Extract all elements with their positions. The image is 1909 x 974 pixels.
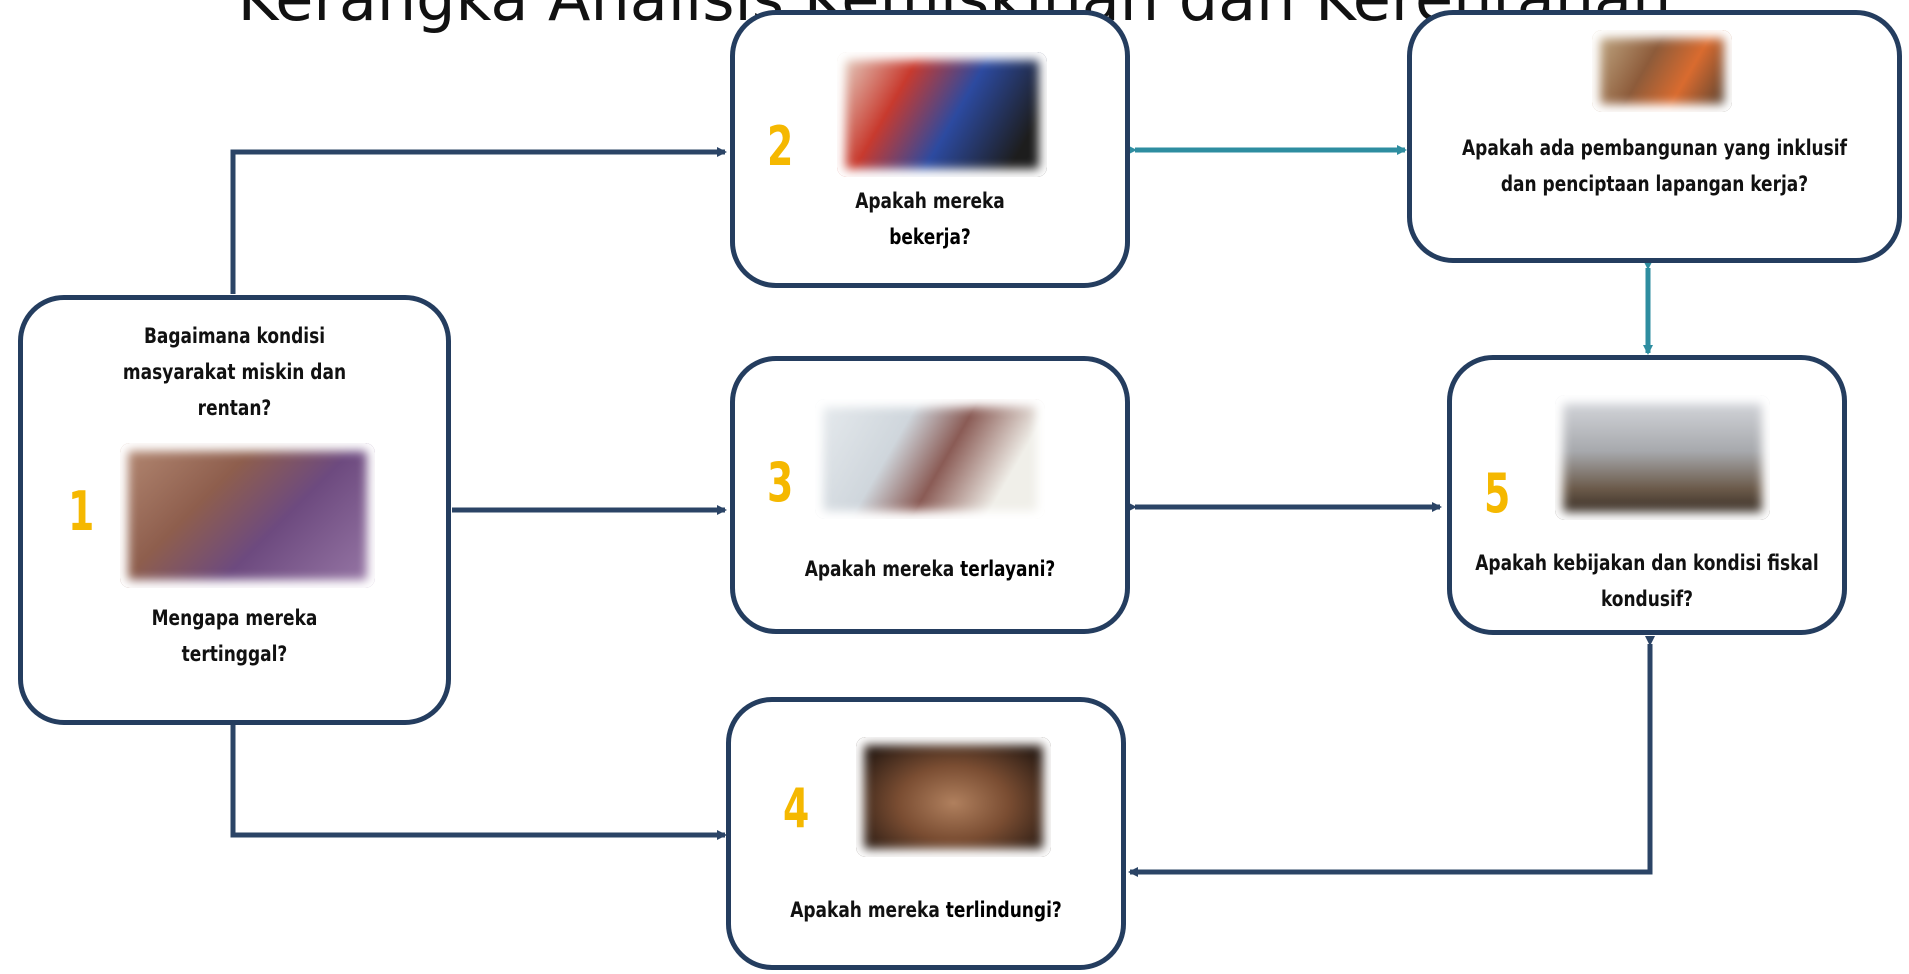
step-number-5: 5 [1484, 462, 1511, 525]
question-inclusive-development: Apakah ada pembangunan yang inklusif dan… [1462, 136, 1847, 196]
arrow-1-to-2 [230, 147, 727, 294]
market-crowd-photo [1592, 30, 1732, 112]
question-served: Apakah mereka terlayani? [804, 557, 1056, 581]
question-poverty-condition: Bagaimana kondisi masyarakat miskin dan … [122, 324, 347, 420]
question-why-left-behind: Mengapa mereka tertinggal? [151, 606, 318, 666]
step-number-1: 1 [68, 480, 95, 543]
arrow-1-to-4 [230, 725, 727, 840]
step-number-2: 2 [767, 115, 794, 178]
box-6: Apakah ada pembangunan yang inklusif dan… [1407, 10, 1902, 263]
box-4: 4 Apakah mereka terlindungi? [726, 697, 1126, 970]
box-3: 3 Apakah mereka terlayani? [730, 356, 1130, 634]
step-number-4: 4 [783, 777, 810, 840]
mother-and-child-photo [120, 443, 375, 588]
question-protected: Apakah mereka terlindungi? [790, 898, 1062, 922]
box-2: 2 Apakah mereka bekerja? [730, 10, 1130, 288]
question-fiscal-policy: Apakah kebijakan dan kondisi fiskal kond… [1475, 551, 1819, 611]
box-1: Bagaimana kondisi masyarakat miskin dan … [18, 295, 451, 725]
arrow-5-to-4 [1128, 636, 1655, 877]
question-working: Apakah mereka bekerja? [855, 189, 1005, 249]
health-service-photo [815, 399, 1045, 519]
fishermen-silhouette-photo [1555, 395, 1770, 520]
box-5: 5 Apakah kebijakan dan kondisi fiskal ko… [1447, 355, 1847, 635]
elderly-woman-photo [856, 737, 1051, 857]
step-number-3: 3 [767, 451, 794, 514]
worker-photo [837, 52, 1047, 177]
